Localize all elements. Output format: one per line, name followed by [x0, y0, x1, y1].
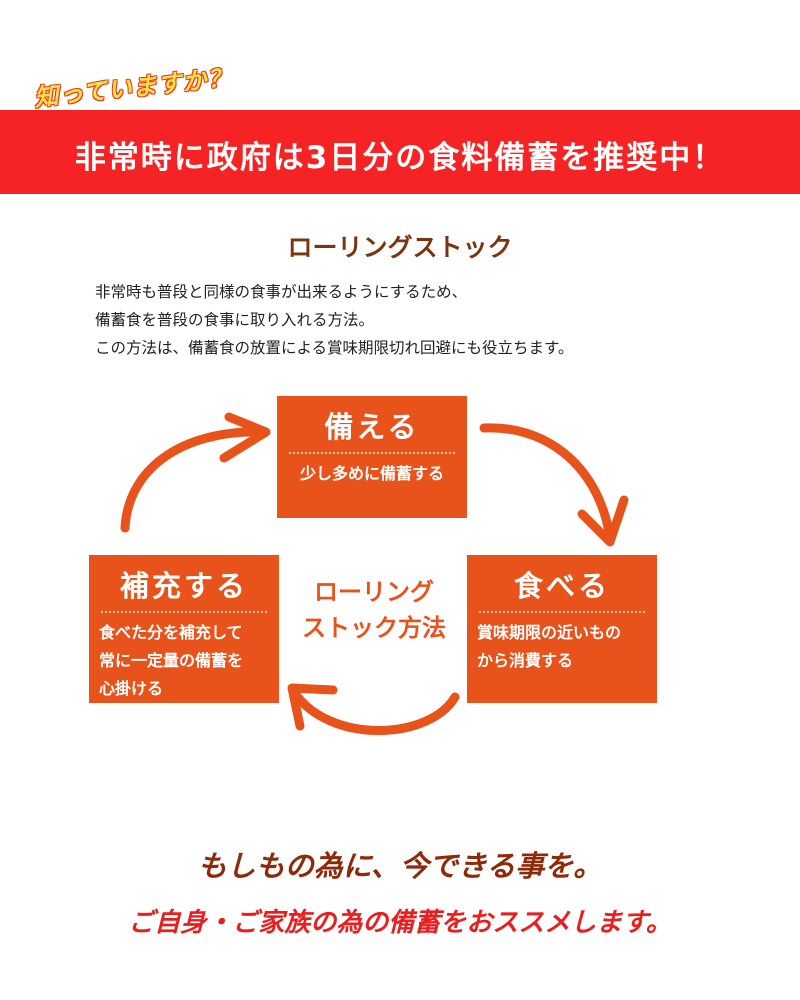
step-prepare: 備える 少し多めに備蓄する [277, 396, 467, 518]
arrow-icon [120, 427, 267, 533]
divider [289, 452, 455, 454]
step-replenish: 補充する 食べた分を補充して 常に一定量の備蓄を 心掛ける [89, 555, 279, 703]
section-title: ローリングストック [287, 233, 513, 262]
description-line: この方法は、備蓄食の放置による賞味期限切れ回避にも役立ちます。 [95, 339, 574, 357]
step-text: から消費する [477, 651, 574, 670]
divider [479, 611, 645, 613]
divider [101, 611, 267, 613]
headline: 非常時に政府は3日分の食料備蓄を推奨中！ [74, 140, 726, 176]
arrow-icon [219, 412, 271, 463]
step-text: 賞味期限の近いもの [477, 623, 622, 642]
arrow-icon [479, 423, 615, 543]
step-text: 少し多めに備蓄する [299, 464, 444, 483]
step-text: 食べた分を補充して [99, 623, 243, 642]
headline-banner: 非常時に政府は3日分の食料備蓄を推奨中！ [0, 110, 800, 194]
step-title: 備える [324, 410, 420, 444]
center-line: ストック方法 [302, 614, 446, 642]
footer-recommendation: ご自身・ご家族の為の備蓄をおススメします。 [128, 908, 672, 938]
center-line: ローリング [314, 578, 434, 606]
arrow-icon [287, 683, 338, 731]
step-text: 常に一定量の備蓄を [99, 651, 244, 670]
step-title: 補充する [119, 569, 248, 603]
step-text: 心掛ける [99, 679, 164, 698]
description: 非常時も普段と同様の食事が出来るようにするため、 備蓄食を普段の食事に取り入れる… [95, 278, 574, 362]
step-eat: 食べる 賞味期限の近いもの から消費する [467, 555, 657, 703]
arrow-icon [577, 495, 629, 547]
footer-message: もしもの為に、今できる事を。 [197, 849, 603, 883]
step-title: 食べる [513, 569, 610, 603]
arrow-icon [289, 687, 460, 735]
cycle-center-label: ローリング ストック方法 [282, 574, 466, 646]
description-line: 備蓄食を普段の食事に取り入れる方法。 [95, 311, 375, 329]
description-line: 非常時も普段と同様の食事が出来るようにするため、 [95, 283, 468, 301]
